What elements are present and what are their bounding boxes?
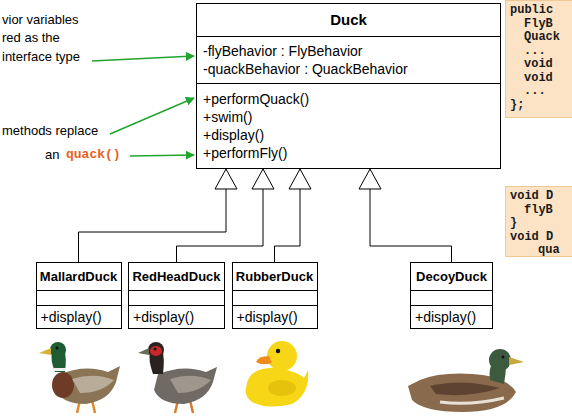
class-compartment: DecoyDuck bbox=[411, 263, 492, 290]
class-compartment bbox=[129, 290, 224, 305]
class-member: +display() bbox=[41, 307, 117, 327]
callout-arrow bbox=[130, 155, 194, 156]
rubber-duck-picture bbox=[246, 341, 309, 407]
class-compartment: +display() bbox=[233, 305, 317, 328]
class-box: DecoyDuck +display() bbox=[410, 262, 493, 329]
code-line: void D bbox=[510, 231, 572, 245]
inheritance-line bbox=[79, 169, 227, 262]
class-name: Duck bbox=[330, 11, 367, 29]
duck-head bbox=[50, 342, 66, 358]
class-name: RubberDuck bbox=[236, 269, 313, 285]
class-compartment: +display() bbox=[129, 305, 224, 328]
code-snippet: publicFlyBQuack...voidvoid...}; bbox=[505, 0, 572, 118]
class-name: MallardDuck bbox=[40, 269, 117, 285]
class-member: +display() bbox=[203, 126, 494, 144]
inheritance-line bbox=[177, 169, 264, 262]
code-line: public bbox=[510, 4, 572, 18]
duck-stripe bbox=[440, 398, 504, 403]
class-compartment: +display() bbox=[411, 305, 492, 328]
duck-wing bbox=[268, 380, 296, 396]
callout-text: red as the bbox=[2, 29, 60, 47]
duck-beak bbox=[39, 348, 51, 355]
duck-eye bbox=[56, 347, 59, 350]
callout-arrow bbox=[92, 56, 194, 61]
class-compartment bbox=[411, 290, 492, 305]
class-name: DecoyDuck bbox=[416, 269, 487, 285]
mallard-picture bbox=[39, 342, 120, 413]
duck-chest bbox=[52, 372, 74, 398]
class-compartment: RubberDuck bbox=[233, 263, 317, 290]
duck-head bbox=[148, 342, 164, 358]
class-box: MallardDuck +display() bbox=[36, 262, 122, 329]
duck-body bbox=[154, 367, 217, 404]
callout-text: methods replace bbox=[2, 122, 98, 140]
class-box: Duck -flyBehavior : FlyBehavior-quackBeha… bbox=[196, 3, 501, 169]
callout-text: an bbox=[45, 146, 59, 164]
duck-head bbox=[489, 349, 511, 371]
class-member: -flyBehavior : FlyBehavior bbox=[203, 42, 494, 60]
duck-wing bbox=[170, 376, 211, 393]
duck-eye bbox=[502, 356, 505, 359]
class-compartment: -flyBehavior : FlyBehavior-quackBehavior… bbox=[197, 36, 500, 83]
class-compartment: MallardDuck bbox=[37, 263, 121, 290]
code-line: ... bbox=[510, 85, 572, 99]
class-compartment bbox=[37, 290, 121, 305]
redhead-picture bbox=[138, 342, 217, 413]
connector-group bbox=[79, 169, 452, 262]
class-member: +display() bbox=[133, 307, 220, 327]
code-line: }; bbox=[510, 99, 572, 113]
decoy-duck-picture bbox=[408, 349, 524, 412]
class-member: +performFly() bbox=[203, 144, 494, 162]
class-box: RedHeadDuck +display() bbox=[128, 262, 225, 329]
class-compartment: RedHeadDuck bbox=[129, 263, 224, 290]
code-line: void bbox=[510, 72, 572, 86]
class-member: +performQuack() bbox=[203, 90, 494, 108]
inheritance-line bbox=[370, 169, 452, 262]
red-patch bbox=[150, 346, 162, 356]
code-snippet: void DflyB}void Dqua bbox=[505, 186, 572, 257]
duck-wing bbox=[72, 376, 114, 393]
callout-text: interface type bbox=[2, 48, 80, 66]
class-compartment bbox=[233, 290, 317, 305]
code-line: } bbox=[510, 217, 572, 231]
class-compartment: +display() bbox=[37, 305, 121, 328]
code-line: ... bbox=[510, 45, 572, 59]
class-name: RedHeadDuck bbox=[132, 269, 220, 285]
code-line: flyB bbox=[510, 204, 572, 218]
class-member: +swim() bbox=[203, 108, 494, 126]
duck-body bbox=[246, 368, 309, 407]
duck-ring bbox=[54, 368, 66, 371]
code-line: FlyB bbox=[510, 18, 572, 32]
class-member: +display() bbox=[237, 307, 313, 327]
duck-wing bbox=[430, 382, 500, 395]
class-compartment: +performQuack()+swim()+display()+perform… bbox=[197, 83, 500, 168]
class-compartment: Duck bbox=[197, 4, 500, 36]
callout-text: vior variables bbox=[2, 11, 79, 29]
code-line: qua bbox=[510, 244, 572, 258]
code-line: void D bbox=[510, 190, 572, 204]
callout-text: quack() bbox=[66, 146, 121, 164]
duck-beak bbox=[138, 348, 149, 355]
duck-beak bbox=[256, 356, 272, 364]
code-line: Quack bbox=[510, 31, 572, 45]
class-box: RubberDuck +display() bbox=[232, 262, 318, 329]
class-member: -quackBehavior : QuackBehavior bbox=[203, 60, 494, 78]
callout-arrows bbox=[92, 56, 194, 156]
class-member: +display() bbox=[415, 307, 488, 327]
duck-beak bbox=[509, 357, 524, 365]
duck-head bbox=[267, 341, 297, 371]
duck-eye bbox=[154, 348, 157, 351]
duck-eye bbox=[276, 349, 280, 353]
code-line: void bbox=[510, 58, 572, 72]
callout-arrow bbox=[110, 98, 194, 134]
inheritance-line bbox=[275, 169, 301, 262]
